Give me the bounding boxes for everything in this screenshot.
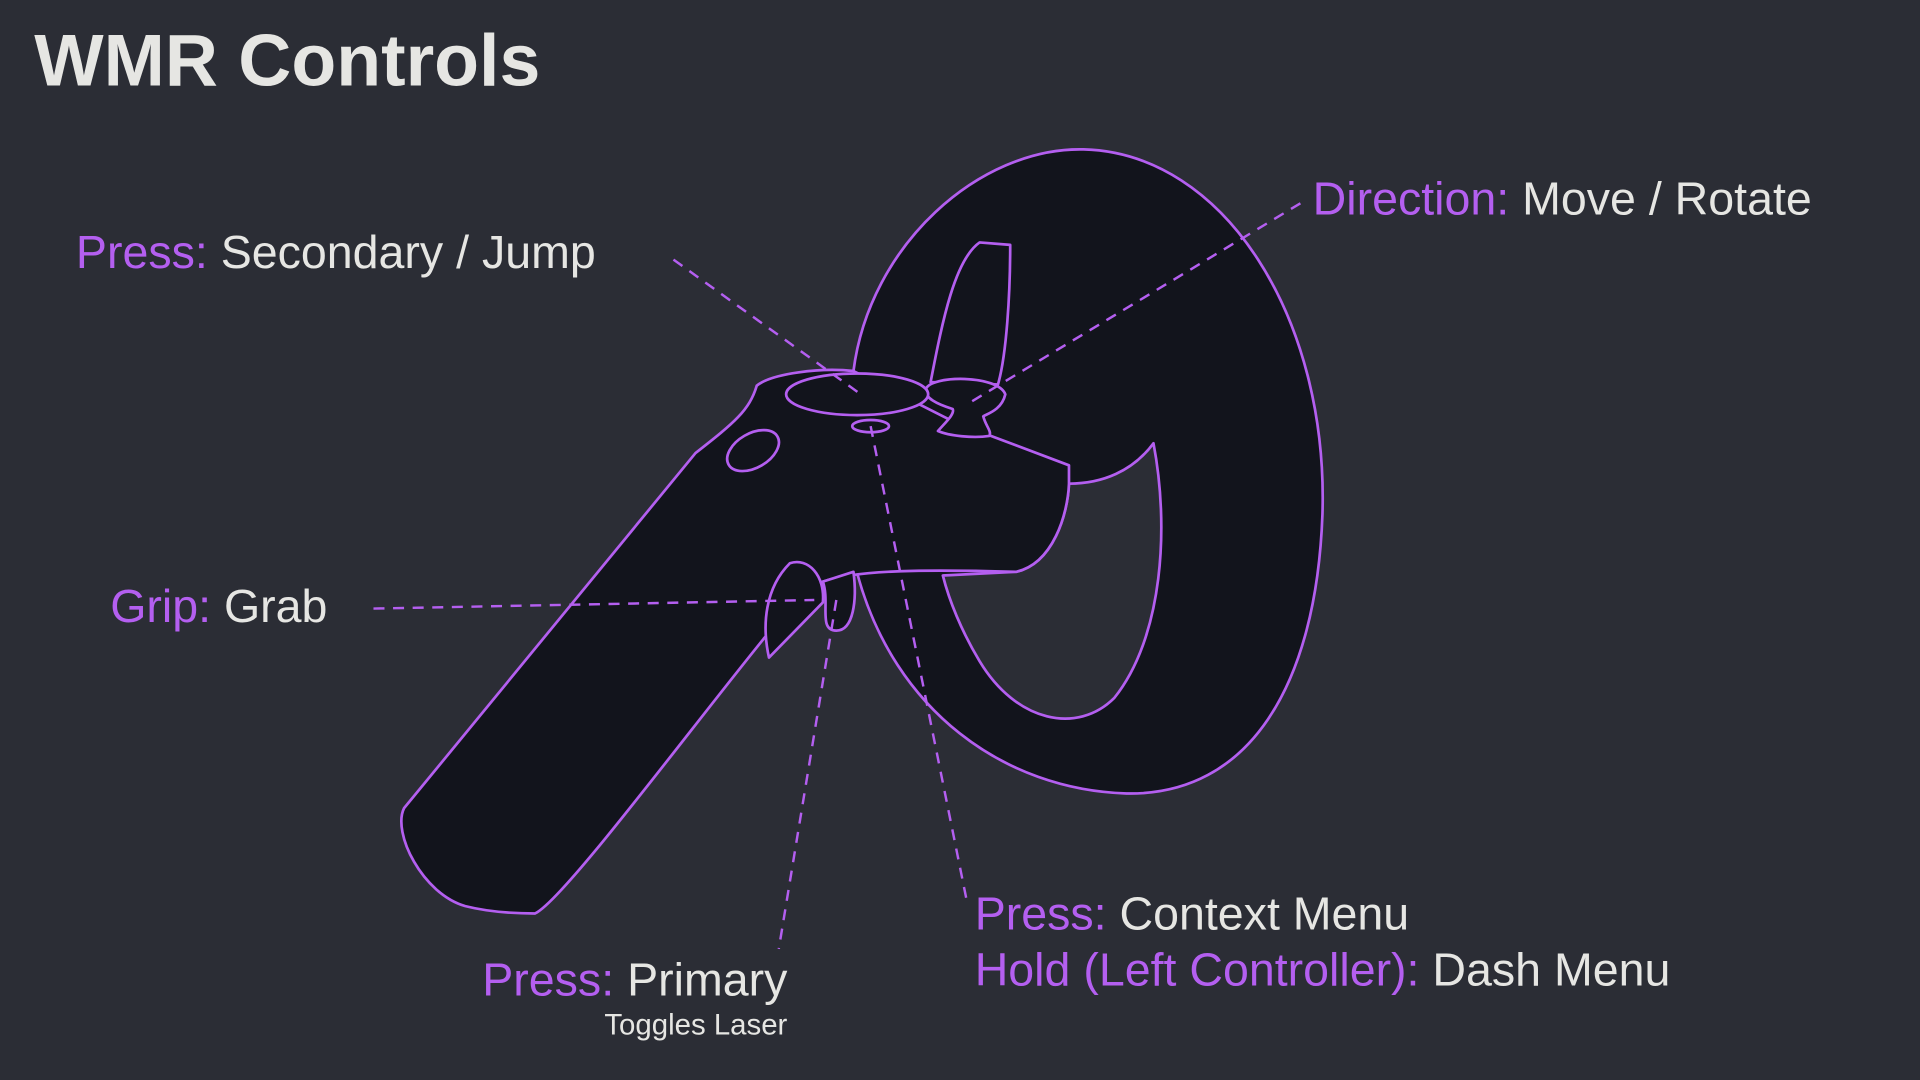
secondary-label: Press: Secondary / Jump — [76, 230, 596, 277]
dash-label: Hold (Left Controller): Dash Menu — [975, 948, 1671, 995]
secondary-key: Press: — [75, 227, 208, 280]
secondary-value: Secondary / Jump — [220, 227, 596, 280]
direction-value: Move / Rotate — [1522, 173, 1812, 226]
trigger-icon — [821, 570, 857, 632]
primary-label: Press: Primary — [482, 958, 787, 1005]
direction-label: Direction: Move / Rotate — [1313, 176, 1812, 223]
dash-key: Hold (Left Controller): — [974, 945, 1420, 997]
windows-button-icon — [725, 428, 781, 473]
grip-leader-line — [373, 598, 815, 610]
context-key: Press: — [974, 888, 1107, 941]
thumbstick-icon — [929, 241, 1012, 386]
grip-label: Grip: Grab — [110, 584, 327, 631]
context-label: Press: Context Menu — [975, 891, 1410, 938]
grip-key: Grip: — [110, 581, 212, 634]
touchpad-icon — [784, 372, 930, 417]
primary-note: Toggles Laser — [604, 1008, 788, 1043]
direction-leader-line — [966, 202, 1302, 406]
primary-value: Primary — [627, 955, 788, 1007]
context-leader-line — [869, 425, 969, 904]
primary-key: Press: — [482, 955, 615, 1007]
context-value: Context Menu — [1119, 888, 1410, 941]
secondary-leader-line — [672, 258, 862, 396]
primary-leader-line — [777, 599, 838, 950]
thumbstick-base — [924, 377, 1007, 439]
dash-value: Dash Menu — [1432, 945, 1671, 997]
grip-value: Grab — [223, 581, 328, 634]
controller-handle — [400, 368, 1071, 915]
direction-key: Direction: — [1312, 173, 1510, 226]
grip-button-icon — [764, 560, 825, 659]
page-title: WMR Controls — [34, 19, 541, 102]
